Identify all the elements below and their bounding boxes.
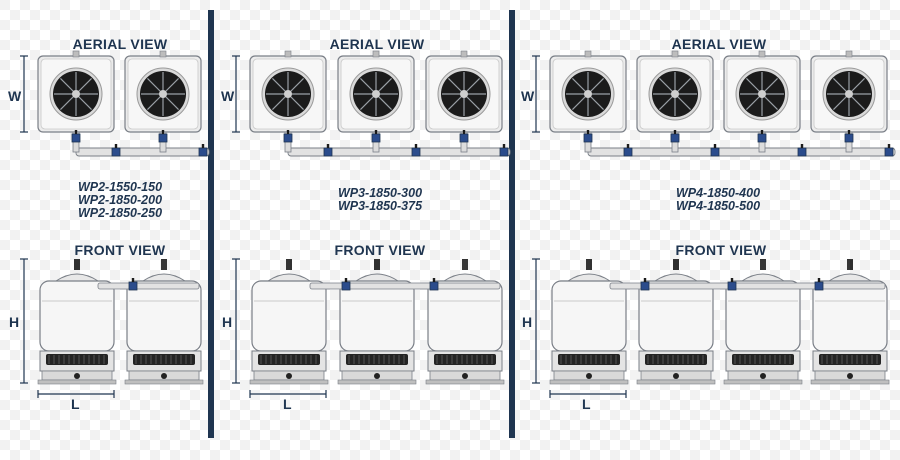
model-name: WP4-1850-500 [675,199,761,213]
front-tower-unit [549,259,629,385]
dimension-line [20,55,28,133]
valve-icon [710,144,720,157]
front-view-title: FRONT VIEW [74,242,166,258]
group-divider-2 [509,10,515,438]
group-divider-1 [208,10,214,438]
dimension-line [37,390,115,398]
valve-icon [459,130,469,143]
model-list: WP4-1850-400 WP4-1850-500 [643,187,793,213]
length-dimension-label: L [71,396,80,412]
front-tower-unit [337,259,417,385]
front-tower-unit [723,259,803,385]
valve-icon [499,144,509,157]
height-dimension-label: H [9,314,20,330]
front-header-pipe [609,282,886,290]
valve-icon [797,144,807,157]
model-name: WP3-1850-375 [337,199,423,213]
header-pipe [287,147,511,157]
aerial-view-title: AERIAL VIEW [329,36,425,52]
length-dimension-label: L [582,396,591,412]
front-view-title: FRONT VIEW [334,242,426,258]
height-dimension-label: H [522,314,533,330]
dimension-line [232,55,240,133]
aerial-tower-unit [337,50,415,133]
dimension-line [532,55,540,133]
model-list: WP2-1550-150 WP2-1850-200 WP2-1850-250 [50,181,190,220]
dimension-line [549,390,627,398]
valve-icon [341,278,351,291]
aerial-view-title: AERIAL VIEW [72,36,168,52]
front-header-pipe [97,282,200,290]
aerial-tower-unit [37,50,115,133]
valve-icon [371,130,381,143]
aerial-tower-unit [249,50,327,133]
valve-icon [583,130,593,143]
valve-icon [757,130,767,143]
dimension-line [532,258,540,384]
front-tower-unit [810,259,890,385]
valve-icon [158,130,168,143]
model-name: WP2-1850-200 [77,193,163,207]
aerial-view-title: AERIAL VIEW [671,36,767,52]
model-name: WP2-1550-150 [77,180,163,194]
width-dimension-label: W [521,88,535,104]
valve-icon [727,278,737,291]
valve-icon [884,144,894,157]
valve-icon [814,278,824,291]
aerial-tower-unit [810,50,888,133]
dimension-line [232,258,240,384]
valve-icon [670,130,680,143]
valve-icon [411,144,421,157]
aerial-tower-unit [636,50,714,133]
valve-icon [640,278,650,291]
model-name: WP3-1850-300 [337,186,423,200]
aerial-tower-unit [723,50,801,133]
valve-icon [429,278,439,291]
width-dimension-label: W [221,88,235,104]
header-pipe [75,147,210,157]
valve-icon [623,144,633,157]
front-tower-unit [124,259,204,385]
valve-icon [111,144,121,157]
front-header-pipe [309,282,501,290]
width-dimension-label: W [8,88,22,104]
model-name: WP4-1850-400 [675,186,761,200]
valve-icon [198,144,208,157]
height-dimension-label: H [222,314,233,330]
dimension-line [20,258,28,384]
front-tower-unit [636,259,716,385]
aerial-tower-unit [124,50,202,133]
valve-icon [128,278,138,291]
model-list: WP3-1850-300 WP3-1850-375 [305,187,455,213]
length-dimension-label: L [283,396,292,412]
aerial-tower-unit [425,50,503,133]
dimension-line [249,390,327,398]
front-view-title: FRONT VIEW [675,242,767,258]
valve-icon [323,144,333,157]
front-tower-unit [425,259,505,385]
valve-icon [71,130,81,143]
front-tower-unit [37,259,117,385]
front-tower-unit [249,259,329,385]
aerial-tower-unit [549,50,627,133]
valve-icon [283,130,293,143]
valve-icon [844,130,854,143]
model-name: WP2-1850-250 [77,206,163,220]
